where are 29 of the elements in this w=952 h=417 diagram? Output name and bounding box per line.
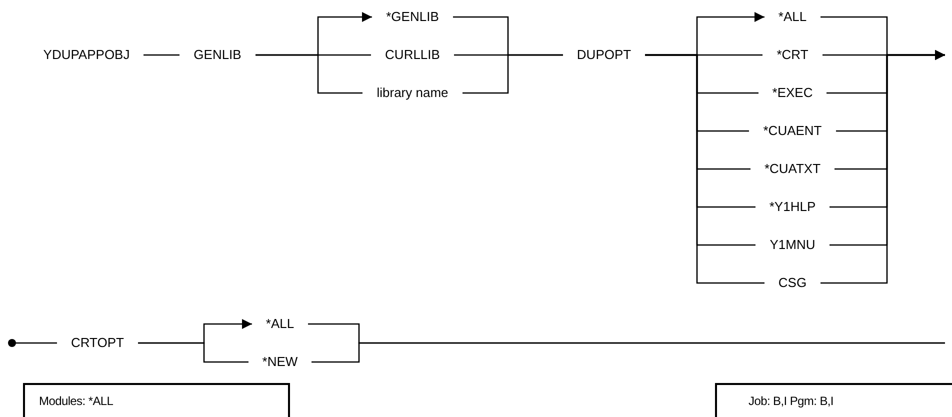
syntax-keyword: GENLIB bbox=[180, 44, 256, 66]
syntax-keyword: *ALL bbox=[764, 6, 821, 28]
syntax-keyword: library name bbox=[362, 82, 462, 104]
syntax-keyword: *CUAENT bbox=[749, 120, 836, 142]
syntax-keyword: Y1MNU bbox=[756, 234, 830, 256]
info-panel bbox=[715, 383, 952, 417]
syntax-line bbox=[256, 54, 362, 94]
syntax-keyword: *NEW bbox=[248, 351, 312, 373]
syntax-keyword: *EXEC bbox=[758, 82, 827, 104]
syntax-keyword: CRTOPT bbox=[57, 332, 138, 354]
syntax-line bbox=[462, 54, 563, 94]
syntax-line bbox=[138, 342, 248, 363]
syntax-keyword: YDUPAPPOBJ bbox=[29, 44, 144, 66]
syntax-keyword: DUPOPT bbox=[562, 44, 646, 66]
syntax-line bbox=[645, 54, 764, 284]
syntax-keyword: *CRT bbox=[762, 44, 822, 66]
syntax-keyword: CURLLIB bbox=[371, 44, 454, 66]
syntax-line bbox=[820, 50, 945, 284]
syntax-keyword: *Y1HLP bbox=[755, 196, 830, 218]
syntax-keyword: *ALL bbox=[252, 313, 308, 335]
syntax-line bbox=[8, 339, 57, 347]
info-panel bbox=[23, 383, 290, 417]
panel-text: Job: B,I Pgm: B,I bbox=[748, 394, 834, 408]
syntax-keyword: *GENLIB bbox=[372, 6, 453, 28]
syntax-keyword: *CUATXT bbox=[750, 158, 835, 180]
syntax-line bbox=[312, 342, 945, 363]
syntax-keyword: CSG bbox=[764, 272, 821, 294]
panel-text: Modules: *ALL bbox=[39, 394, 114, 408]
syntax-line bbox=[144, 54, 180, 56]
